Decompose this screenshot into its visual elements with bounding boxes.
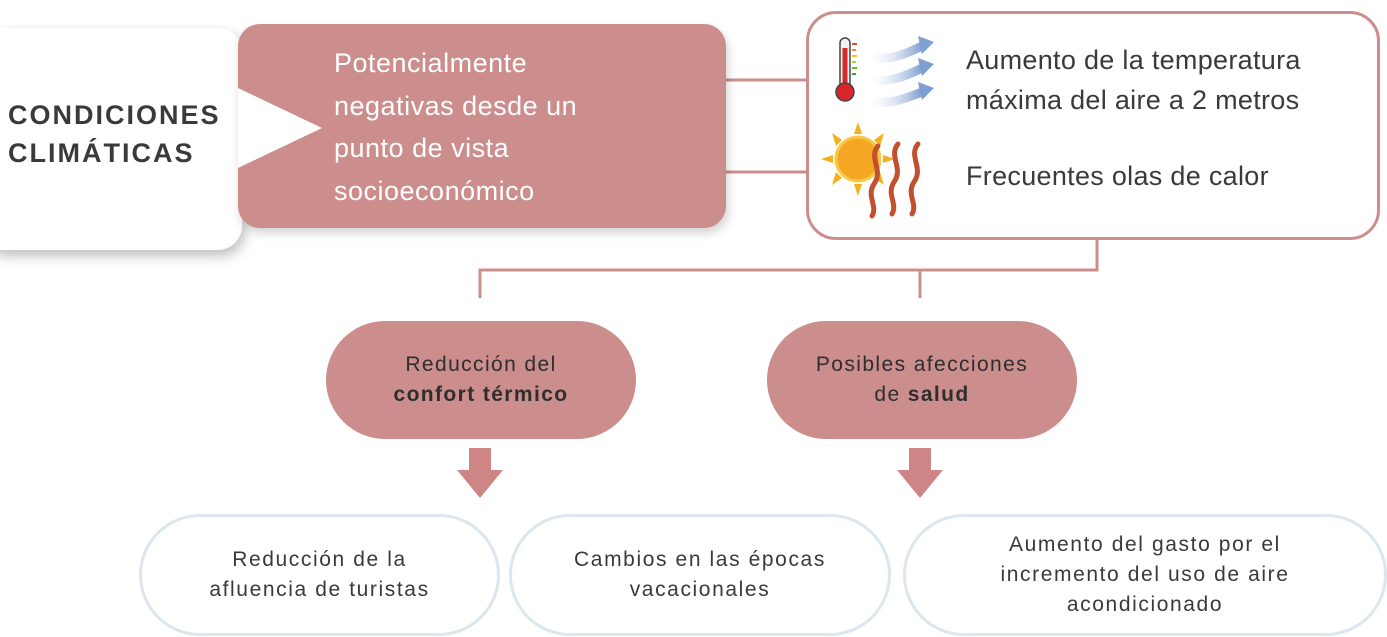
cause-confort: Reducción del confort térmico xyxy=(326,321,636,439)
cause-salud-bold: salud xyxy=(907,383,970,406)
effects-box xyxy=(806,11,1380,240)
cause-confort-line1: Reducción del xyxy=(405,353,557,376)
potencial-line2: negativas desde un xyxy=(334,90,578,121)
thermometer-wind-icon xyxy=(835,36,934,107)
result-turistas-line2: afluencia de turistas xyxy=(209,578,430,601)
result-vacaciones: Cambios en las épocas vacacionales xyxy=(509,514,891,636)
result-gasto: Aumento del gasto por el incremento del … xyxy=(903,514,1387,636)
potencial-text: Potencialmente negativas desde un punto … xyxy=(334,42,674,212)
effect-heatwaves: Frecuentes olas de calor xyxy=(966,156,1376,196)
potencial-line3: punto de vista xyxy=(334,133,510,163)
effect-heatwaves-line1: Frecuentes olas de calor xyxy=(966,161,1269,191)
result-turistas: Reducción de la afluencia de turistas xyxy=(139,514,500,636)
result-gasto-line3: acondicionado xyxy=(1066,593,1224,616)
down-arrow-left xyxy=(457,448,503,498)
cause-confort-bold: confort térmico xyxy=(393,383,569,406)
result-turistas-line1: Reducción de la xyxy=(232,548,407,571)
result-vacaciones-line1: Cambios en las épocas xyxy=(574,548,826,571)
cause-salud-line1: Posibles afecciones xyxy=(815,353,1029,376)
branch-connector xyxy=(478,240,1099,298)
cause-salud-prefix: de xyxy=(874,383,908,406)
potencial-line4: socioeconómico xyxy=(334,175,535,206)
potencial-line1: Potencialmente xyxy=(334,48,528,78)
cause-salud: Posibles afecciones de salud xyxy=(767,321,1077,439)
result-gasto-line2: incremento del uso de aire xyxy=(1000,563,1290,586)
result-vacaciones-line2: vacacionales xyxy=(629,578,771,601)
effect-temperature-line1: Aumento de la temperatura xyxy=(966,45,1301,75)
sun-heat-waves-icon xyxy=(821,122,921,219)
effect-temperature-line2: máxima del aire a 2 metros xyxy=(966,85,1300,115)
condiciones-title-line1: CONDICIONES xyxy=(8,100,221,130)
condiciones-title: CONDICIONES CLIMÁTICAS xyxy=(8,96,258,172)
arrow-notch xyxy=(238,88,322,168)
down-arrow-right xyxy=(897,448,943,498)
condiciones-box xyxy=(0,28,242,250)
condiciones-title-line2: CLIMÁTICAS xyxy=(8,138,195,168)
result-gasto-line1: Aumento del gasto por el xyxy=(1009,533,1281,556)
effect-temperature: Aumento de la temperatura máxima del air… xyxy=(966,40,1376,120)
